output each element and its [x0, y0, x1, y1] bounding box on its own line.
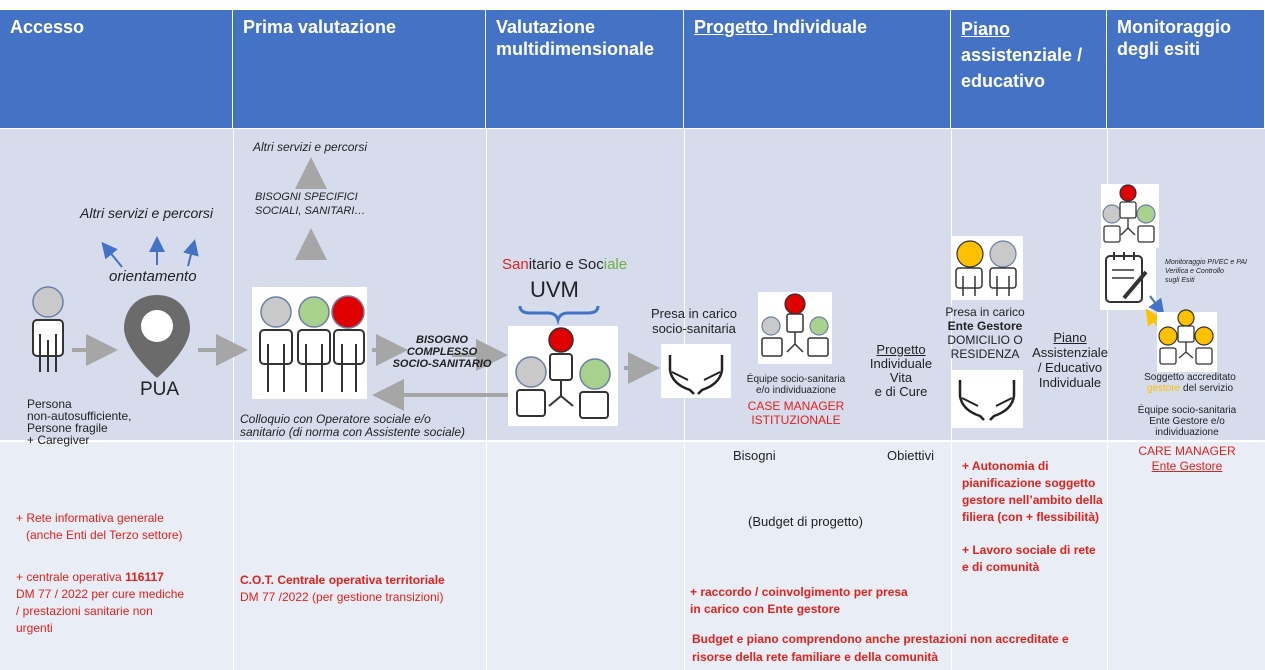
- divider-horizontal: [0, 440, 1265, 442]
- progetto-vita-cure: Progetto Individuale Vita e di Cure: [869, 342, 933, 399]
- accesso-altri-servizi: Altri servizi e percorsi: [80, 205, 214, 221]
- persons-yellow-grey-icon: [951, 236, 1023, 300]
- presa-in-carico-socio: Presa in carico socio-sanitaria: [651, 306, 737, 336]
- middle-band: [0, 129, 1265, 441]
- header-valutazione-multidimensionale: Valutazione multidimensionale: [486, 10, 684, 128]
- group-three-persons-icon: [252, 287, 367, 399]
- cot-label: C.O.T. Centrale operativa territoriale D…: [240, 573, 445, 604]
- divider-5: [1107, 129, 1108, 670]
- raccordo-label: + raccordo / coinvolgimento per presa in…: [690, 585, 908, 616]
- bottom-band: [0, 441, 1265, 670]
- sanitario-sociale-label: Sanitario e Sociale: [502, 256, 628, 273]
- header-row: Accesso Prima valutazione Valutazione mu…: [0, 10, 1265, 128]
- arrow-blue-3: [183, 239, 199, 267]
- soggetto-accreditato: Soggetto accreditato gestore del servizi…: [1144, 372, 1236, 394]
- colloquio-label: Colloquio con Operatore sociale e/o sani…: [240, 412, 465, 439]
- header-progetto-individuale: Progetto Individuale: [684, 10, 951, 128]
- budget-progetto: (Budget di progetto): [748, 514, 863, 529]
- arrow-blue-1: [101, 241, 123, 268]
- notepad-pencil-icon: [1100, 248, 1156, 310]
- monitoraggio-pivec: Monitoraggio PIVEC e PAI Verifica e Cont…: [1165, 259, 1247, 284]
- autonomia-label: + Autonomia di pianificazione soggetto g…: [962, 459, 1103, 524]
- care-manager-ente: CARE MANAGER Ente Gestore: [1138, 444, 1236, 473]
- equipe-label: Équipe socio-sanitaria e/o individuazion…: [746, 374, 846, 396]
- bisogni-label: Bisogni: [733, 448, 776, 463]
- persona-label: Persona non-autosufficiente, Persone fra…: [27, 397, 132, 447]
- person-icon: [32, 286, 64, 372]
- case-manager-istituzionale: CASE MANAGER ISTITUZIONALE: [747, 399, 845, 427]
- budget-piano-label: Budget e piano comprendono anche prestaz…: [692, 632, 1069, 664]
- divider-3: [684, 129, 685, 670]
- orientamento-label: orientamento: [109, 268, 197, 285]
- piano-assistenziale-individuale: Piano Assistenziale / Educativo Individu…: [1032, 330, 1108, 390]
- soggetto-team-icon: [1157, 309, 1217, 372]
- location-pin-icon: [124, 295, 190, 378]
- monitoraggio-team-icon: [1101, 184, 1159, 248]
- bisogno-complesso: BISOGNO COMPLESSO SOCIO-SANITARIO: [392, 334, 492, 370]
- uvm-label: UVM: [530, 277, 579, 302]
- lavoro-sociale-label: + Lavoro sociale di rete e di comunità: [962, 543, 1096, 574]
- divider-1: [233, 129, 234, 670]
- equipe-icon: [758, 292, 832, 364]
- divider-2: [486, 129, 487, 670]
- equipe-ente-gestore: Équipe socio-sanitaria Ente Gestore e/o …: [1137, 405, 1237, 438]
- presa-ente-gestore: Presa in carico Ente Gestore DOMICILIO O…: [945, 305, 1025, 361]
- rete-informativa: + Rete informativa generale (anche Enti …: [16, 511, 183, 542]
- obiettivi-label: Obiettivi: [887, 448, 934, 463]
- header-accesso: Accesso: [0, 10, 233, 128]
- pua-label: PUA: [140, 379, 180, 400]
- centrale-operativa: + centrale operativa 116117 DM 77 / 2022…: [16, 570, 185, 635]
- prima-altri-servizi: Altri servizi e percorsi: [253, 140, 368, 154]
- brace: [518, 305, 600, 326]
- bisogni-specifici: BISOGNI SPECIFICI SOCIALI, SANITARI…: [255, 191, 366, 217]
- team-hierarchy-icon: [508, 326, 618, 426]
- hands-icon-2: [951, 370, 1023, 428]
- header-prima-valutazione: Prima valutazione: [233, 10, 486, 128]
- header-monitoraggio: Monitoraggio degli esiti: [1107, 10, 1265, 128]
- hands-icon: [661, 344, 731, 398]
